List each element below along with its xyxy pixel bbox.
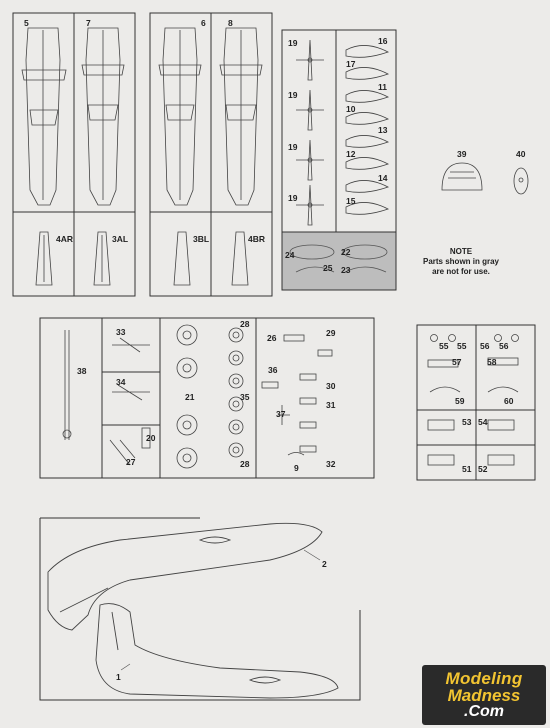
part-label: 14 (378, 173, 388, 183)
part-label: 3AL (112, 234, 128, 244)
dome-part-40 (513, 167, 529, 195)
canopy-part-39 (441, 162, 483, 191)
part-label: 12 (346, 149, 356, 159)
part-label: 15 (346, 196, 356, 206)
part-label: 19 (288, 142, 298, 152)
fairing-part-4AR (35, 231, 53, 286)
part-label: 16 (378, 36, 388, 46)
watermark-line-1: Modeling (445, 669, 523, 688)
part-label: 7 (86, 18, 91, 28)
part-label: 2 (322, 559, 327, 569)
part-label: 56 (480, 341, 490, 351)
small-parts-51-60 (427, 334, 519, 466)
sprue-frame-nacelles-right (149, 12, 273, 297)
part-label: 57 (452, 357, 462, 367)
part-label: 11 (378, 82, 387, 92)
propeller-parts-19 (296, 39, 324, 226)
nacelle-part-8 (219, 27, 263, 206)
fairing-part-4BR (231, 231, 249, 286)
part-label: 53 (462, 417, 472, 427)
part-label: 4AR (56, 234, 73, 244)
part-label: 34 (116, 377, 126, 387)
watermark-line-2: Madness (447, 686, 521, 705)
fairing-part-3BL (173, 231, 191, 286)
part-label: 24 (285, 250, 295, 260)
fairing-part-3AL (93, 231, 111, 286)
part-label: 19 (288, 38, 298, 48)
part-label: 32 (326, 459, 336, 469)
gray-parts-22-25 (289, 244, 388, 273)
fuselage-part-2 (47, 522, 323, 631)
part-label: 28 (240, 319, 250, 329)
part-label: 58 (487, 357, 497, 367)
part-label: 36 (268, 365, 278, 375)
part-label: 28 (240, 459, 250, 469)
part-label: 10 (346, 104, 356, 114)
part-label: 20 (146, 433, 156, 443)
part-label: 52 (478, 464, 488, 474)
part-labels: 5 7 6 8 4AR 3AL 3BL 4BR 19 19 19 19 16 1… (24, 18, 526, 682)
sprue-frame-small-parts (416, 324, 536, 481)
hub-parts-28-35 (228, 327, 244, 458)
part-label: 35 (240, 392, 250, 402)
part-label: 9 (294, 463, 299, 473)
watermark-line-3: .Com (464, 703, 504, 720)
part-label: 60 (504, 396, 514, 406)
part-label: 5 (24, 18, 29, 28)
part-label: 56 (499, 341, 509, 351)
part-label: 39 (457, 149, 467, 159)
part-label: 13 (378, 125, 388, 135)
part-label: 55 (457, 341, 467, 351)
nacelle-part-5 (21, 27, 67, 206)
leader-lines (120, 549, 321, 671)
part-label: 6 (201, 18, 206, 28)
part-label: 25 (323, 263, 333, 273)
gray-unused-parts-area (281, 231, 397, 291)
note-block: NOTE Parts shown in gray are not for use… (423, 247, 500, 276)
nacelle-part-6 (158, 27, 202, 206)
part-label: 8 (228, 18, 233, 28)
wheel-parts-21 (176, 324, 198, 469)
sprue-frame-details (39, 317, 375, 479)
fuselage-part-1 (95, 603, 339, 699)
part-label: 26 (267, 333, 277, 343)
part-label: 30 (326, 381, 336, 391)
blade-parts-10-17 (345, 45, 390, 215)
note-title: NOTE (450, 247, 473, 256)
note-line-2: are not for use. (432, 267, 490, 276)
strut-part-38 (62, 330, 72, 440)
part-label: 22 (341, 247, 351, 257)
part-label: 17 (346, 59, 356, 69)
part-label: 23 (341, 265, 351, 275)
part-label: 54 (478, 417, 488, 427)
part-label: 29 (326, 328, 336, 338)
part-label: 19 (288, 90, 298, 100)
fuselage-frame (39, 517, 361, 701)
note-line-1: Parts shown in gray (423, 257, 500, 266)
part-label: 59 (455, 396, 465, 406)
part-label: 21 (185, 392, 195, 402)
part-label: 19 (288, 193, 298, 203)
part-label: 3BL (193, 234, 209, 244)
part-label: 55 (439, 341, 449, 351)
part-label: 4BR (248, 234, 265, 244)
part-label: 31 (326, 400, 336, 410)
part-label: 51 (462, 464, 472, 474)
part-label: 27 (126, 457, 136, 467)
part-label: 37 (276, 409, 286, 419)
part-label: 38 (77, 366, 87, 376)
part-label: 33 (116, 327, 126, 337)
modelingmadness-watermark-logo: Modeling Madness .Com (422, 665, 546, 725)
nacelle-part-7 (81, 27, 125, 206)
small-detail-parts (109, 334, 333, 466)
part-label: 40 (516, 149, 526, 159)
sprue-frame-nacelles-left (12, 12, 136, 297)
part-label: 1 (116, 672, 121, 682)
